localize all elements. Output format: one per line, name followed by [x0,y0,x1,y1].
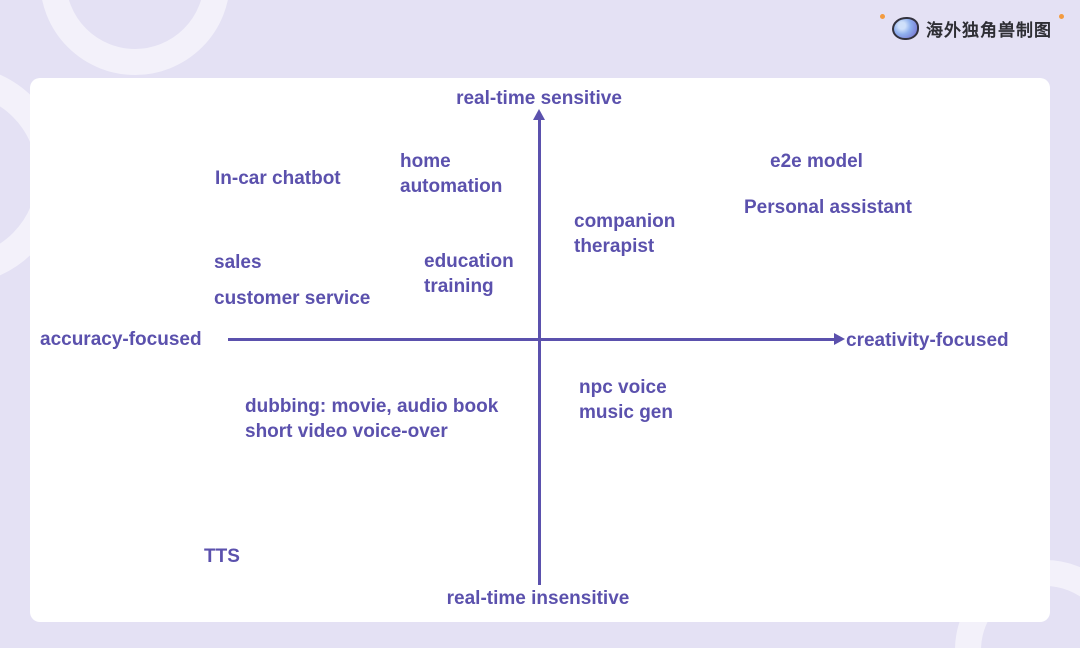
chart-item-label: customer service [214,288,371,309]
axis-label-left: accuracy-focused [40,329,202,350]
chart-item-label: education training [424,251,514,297]
watermark-label: 海外独角兽制图 [926,21,1052,40]
chart-item-label: e2e model [770,151,863,172]
unicorn-logo-icon [892,17,919,40]
right-arrowhead-icon [834,333,845,345]
axis-label-right: creativity-focused [846,330,1009,351]
chart-item-label: npc voice music gen [579,377,673,423]
sparkle-dot-icon [1059,14,1064,19]
axis-label-bottom: real-time insensitive [446,588,630,609]
sparkle-dot-icon [880,14,885,19]
horizontal-axis-line [228,338,836,341]
vertical-axis-line [538,119,541,585]
chart-item-label: dubbing: movie, audio book short video v… [245,396,499,442]
up-arrowhead-icon [533,109,545,120]
watermark: 海外独角兽制图 [880,14,1064,41]
chart-item-label: companion therapist [574,211,676,257]
chart-item-label: home automation [400,151,503,197]
chart-item-label: sales [214,252,262,273]
axis-label-top: real-time sensitive [456,88,622,109]
chart-item-label: In-car chatbot [215,168,341,189]
chart-item-label: Personal assistant [744,197,912,218]
decorative-arc [40,0,230,75]
chart-item-label: TTS [204,546,240,567]
